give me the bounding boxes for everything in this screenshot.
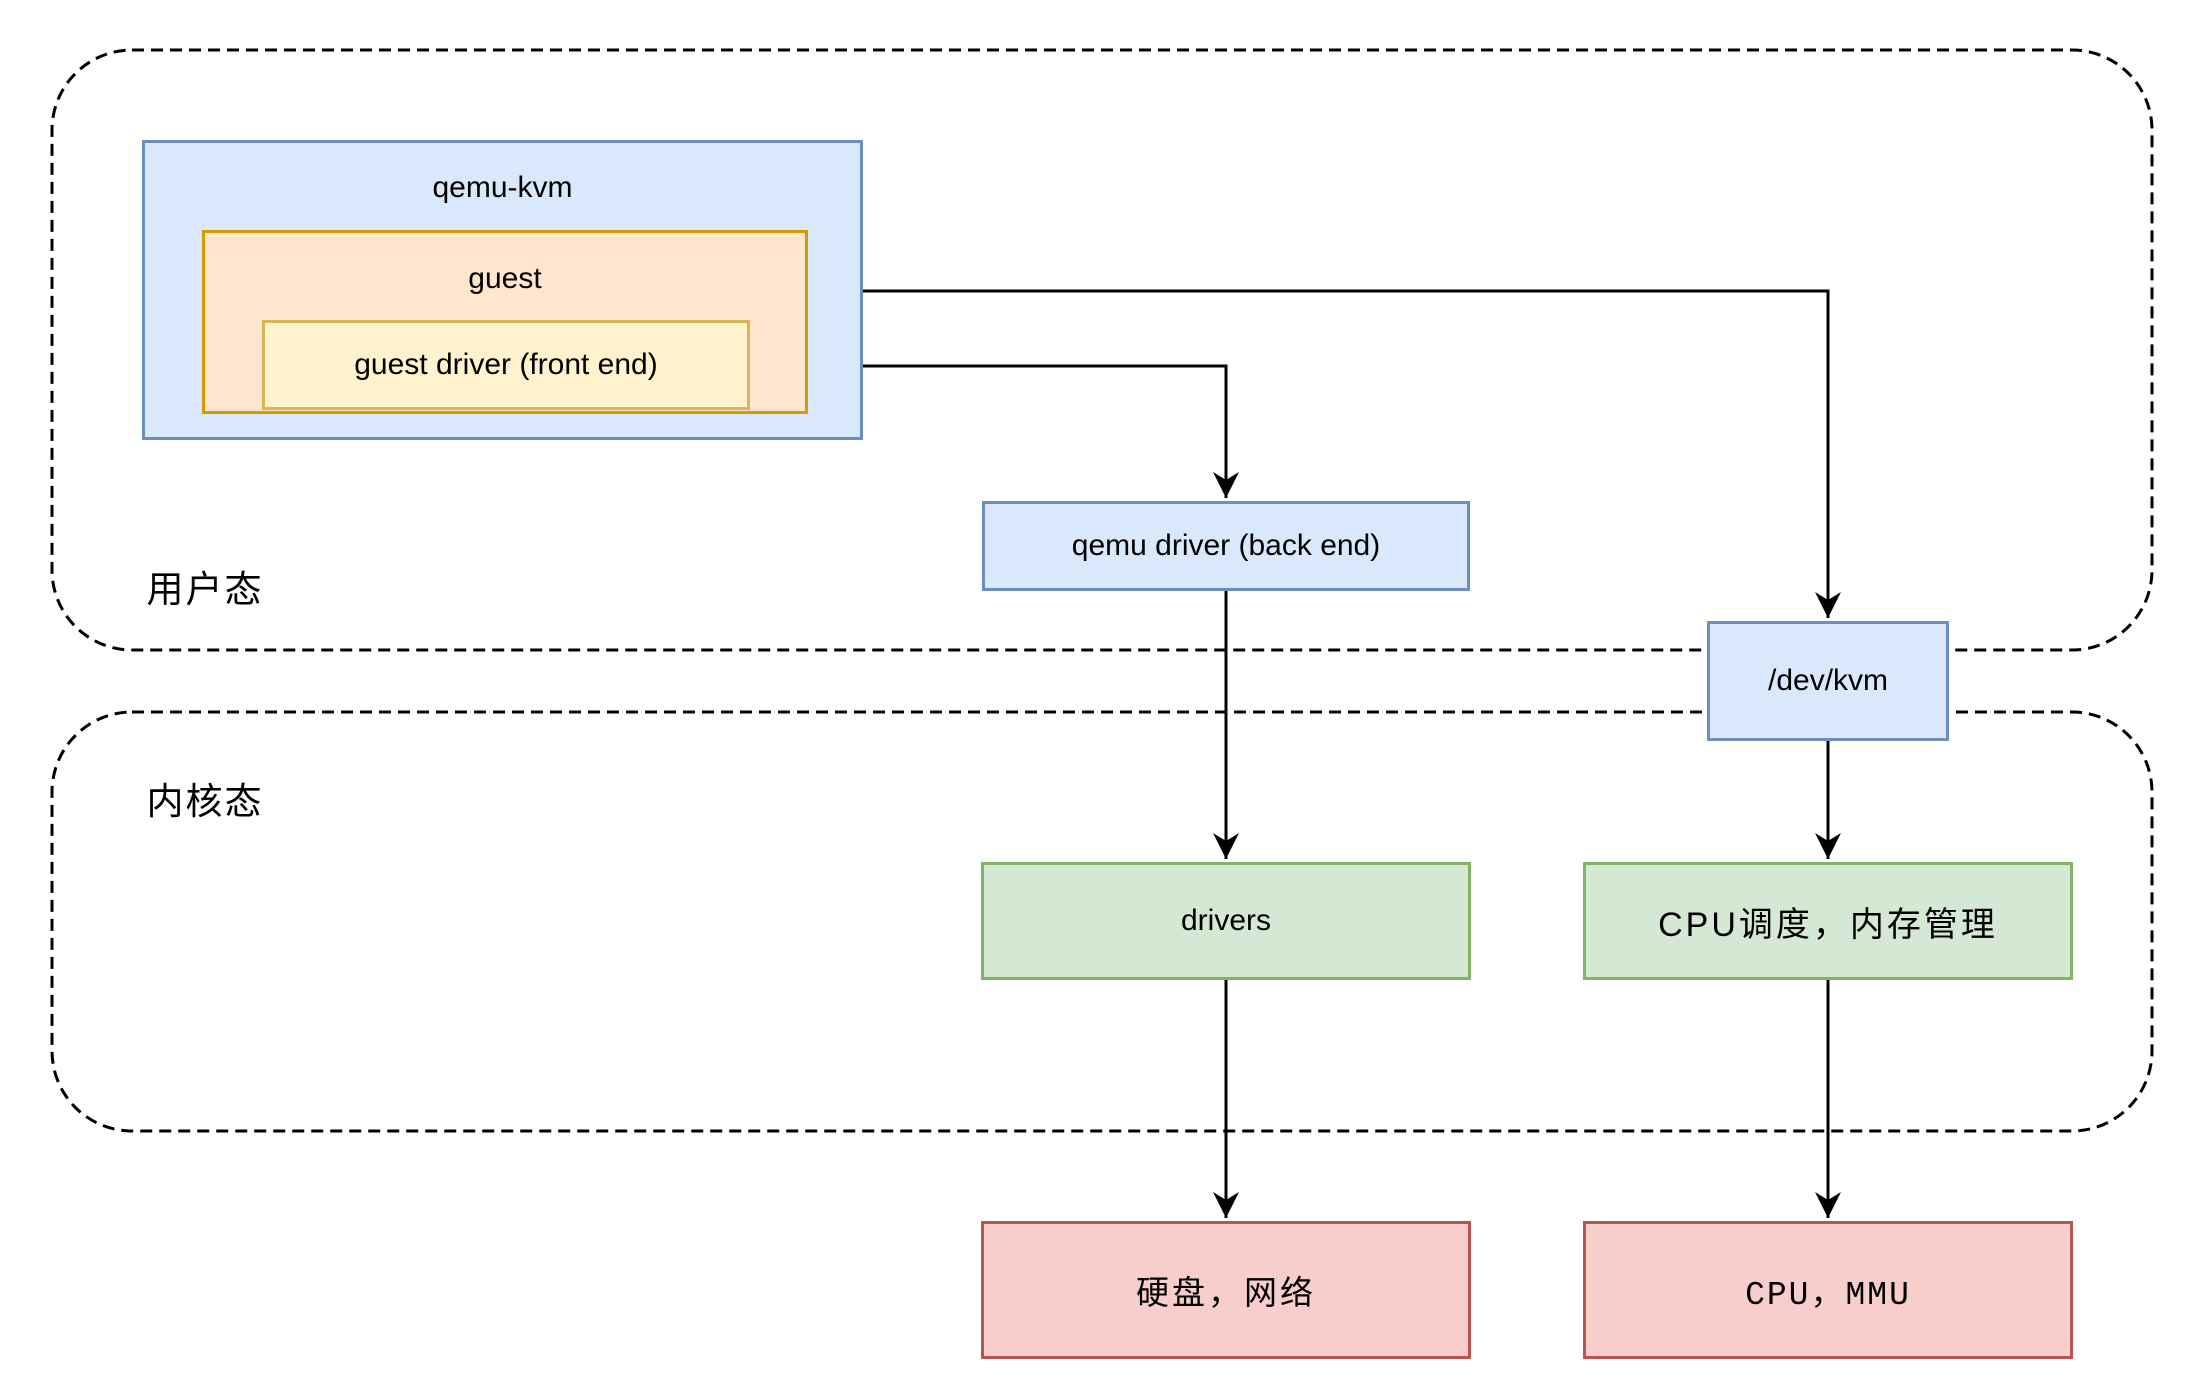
kernel-mode-region-border: [50, 710, 2154, 1133]
node-disk-network: 硬盘，网络: [981, 1221, 1471, 1359]
node-dev-kvm-label: /dev/kvm: [1767, 664, 1889, 697]
node-drivers-label: drivers: [1180, 904, 1271, 937]
node-drivers: drivers: [981, 862, 1471, 980]
node-guest-label: guest: [468, 262, 542, 295]
node-cpu-mmu: CPU，MMU: [1583, 1221, 2073, 1359]
node-cpu-sched-mem: CPU调度，内存管理: [1583, 862, 2073, 980]
kernel-mode-region-label: 内核态: [146, 782, 264, 823]
node-cpu-sched-mem-label: CPU调度，内存管理: [1658, 905, 1998, 944]
node-qemu-driver-backend: qemu driver (back end): [982, 501, 1470, 591]
node-guest-driver-label: guest driver (front end): [354, 348, 658, 381]
edge-guestdriver-to-backend: [750, 364, 1239, 498]
node-cpu-mmu-label: CPU，MMU: [1745, 1277, 1911, 1314]
edge-qemukvm-to-devkvm: [863, 289, 1841, 618]
node-qemu-kvm-label: qemu-kvm: [432, 171, 573, 204]
node-dev-kvm: /dev/kvm: [1707, 621, 1949, 741]
node-guest-driver-frontend: guest driver (front end): [262, 320, 750, 410]
node-qemu-driver-backend-label: qemu driver (back end): [1071, 529, 1381, 562]
user-mode-region-label: 用户态: [146, 570, 264, 611]
user-mode-region-border: [50, 48, 2154, 652]
node-disk-network-label: 硬盘，网络: [1136, 1276, 1316, 1312]
